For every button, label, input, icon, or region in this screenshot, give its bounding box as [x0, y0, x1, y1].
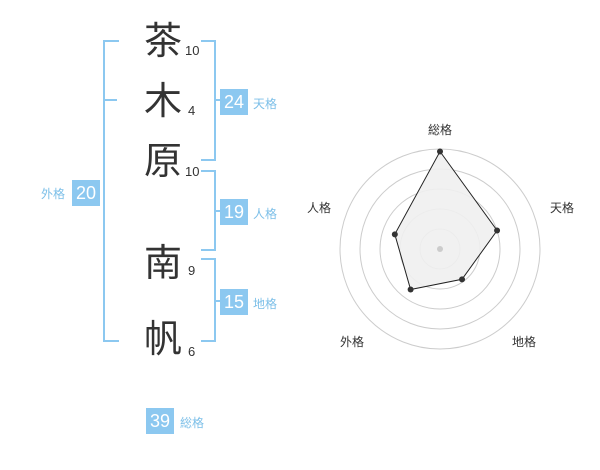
axis-label-soukaku: 総格	[428, 122, 452, 137]
radar-point-3	[459, 276, 466, 283]
tenkaku-label: 天格	[253, 97, 278, 111]
chikaku-label: 地格	[253, 297, 278, 311]
stroke-count-3: 10	[185, 164, 200, 179]
name-char-5: 帆	[143, 317, 182, 361]
axis-label-tenkaku: 天格	[550, 200, 574, 215]
tenkaku-score: 24	[220, 89, 248, 115]
radar-center-dot	[437, 246, 443, 252]
stroke-count-4: 9	[188, 263, 196, 278]
radar-point-4	[407, 286, 414, 293]
radar-polygon	[394, 150, 498, 291]
chikaku-score: 15	[220, 289, 248, 315]
stroke-count-2: 4	[188, 103, 196, 118]
axis-label-jinkaku: 人格	[307, 200, 331, 215]
bracket-tick	[214, 99, 220, 101]
axis-label-chikaku: 地格	[512, 334, 536, 349]
gaikaku-bracket	[103, 40, 119, 342]
gaikaku-label: 外格	[41, 187, 66, 201]
soukaku-label: 総格	[180, 416, 205, 430]
name-char-3: 原	[143, 139, 182, 183]
radar-point-2	[494, 227, 501, 234]
stroke-count-1: 10	[185, 43, 200, 58]
stroke-count-5: 6	[188, 344, 196, 359]
name-char-2: 木	[143, 79, 182, 123]
name-char-4: 南	[143, 241, 182, 285]
jinkaku-score: 19	[220, 199, 248, 225]
radar-point-1	[437, 148, 443, 155]
soukaku-score: 39	[146, 408, 174, 434]
axis-label-gaikaku: 外格	[340, 334, 364, 349]
jinkaku-label: 人格	[253, 207, 278, 221]
bracket-tick	[214, 210, 220, 212]
bracket-tick	[214, 300, 220, 302]
bracket-tick	[103, 99, 117, 101]
name-char-1: 茶	[143, 19, 182, 63]
gaikaku-score: 20	[72, 180, 100, 206]
radar-point-5	[391, 231, 398, 238]
radar-points	[391, 148, 501, 293]
